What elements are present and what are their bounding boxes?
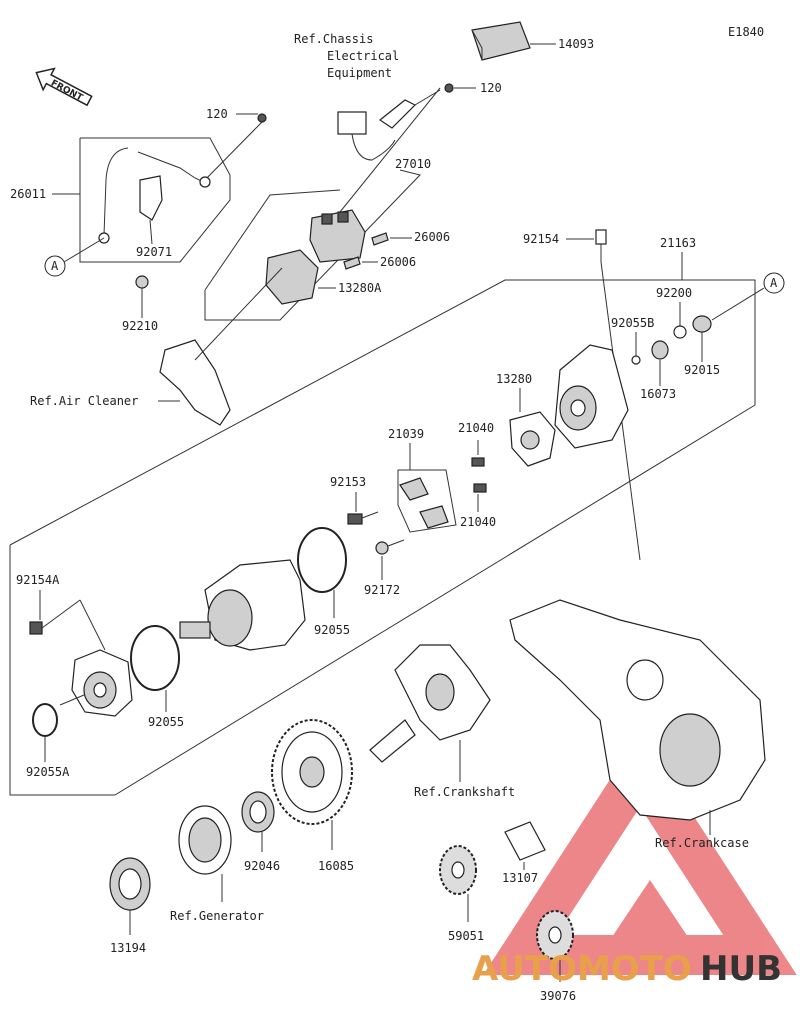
svg-text:59051: 59051 (448, 929, 484, 943)
ref-chassis-line1: Ref.Chassis (294, 32, 373, 46)
bushing-16073: 16073 (640, 340, 676, 401)
starter-motor (179, 559, 306, 651)
svg-text:92055: 92055 (314, 623, 350, 637)
watermark-part1: AUTOMOTO (472, 949, 692, 989)
watermark-logo (483, 733, 797, 975)
svg-text:13107: 13107 (502, 871, 538, 885)
starter-front-cover (59, 649, 133, 717)
svg-text:92071: 92071 (136, 245, 172, 259)
generator-rotor: Ref.Generator (170, 805, 264, 923)
spring-21040-bottom: 21040 (460, 483, 496, 529)
label-92200: 92200 (656, 286, 692, 300)
ref-chassis-line3: Equipment (327, 66, 392, 80)
nut-92015: 92015 (684, 287, 765, 377)
svg-text:Ref.Crankshaft: Ref.Crankshaft (414, 785, 515, 799)
air-cleaner-bracket: Ref.Air Cleaner (30, 267, 283, 426)
oring-92055A: 92055A (26, 703, 70, 779)
shaft-13107: 13107 (502, 821, 546, 885)
crankcase: Ref.Crankcase (509, 599, 766, 850)
idle-gear-59051: 59051 (439, 845, 484, 943)
diagram-code: E1840 (728, 25, 764, 39)
svg-text:26006: 26006 (380, 255, 416, 269)
svg-text:A: A (51, 259, 59, 273)
svg-text:92055A: 92055A (26, 765, 70, 779)
oring-92055-left: 92055 (130, 625, 184, 729)
starter-cable-26011: 26011 (10, 147, 211, 263)
svg-text:13194: 13194 (110, 941, 146, 955)
cable-group-outline (79, 137, 231, 263)
relay-rubber-13280A: 13280A (265, 249, 382, 305)
svg-text:Ref.Generator: Ref.Generator (170, 909, 264, 923)
svg-text:A: A (770, 276, 778, 290)
svg-text:92055B: 92055B (611, 316, 654, 330)
relay-harness (337, 87, 441, 213)
svg-text:27010: 27010 (395, 157, 431, 171)
relay-group-outline (204, 169, 421, 321)
svg-text:21039: 21039 (388, 427, 424, 441)
svg-text:Ref.Crankcase: Ref.Crankcase (655, 836, 749, 850)
svg-text:16085: 16085 (318, 859, 354, 873)
svg-text:Ref.Air Cleaner: Ref.Air Cleaner (30, 394, 138, 408)
svg-text:92015: 92015 (684, 363, 720, 377)
fuse-26006-b: 26006 (343, 255, 416, 270)
svg-text:92154: 92154 (523, 232, 559, 246)
front-arrow-icon: FRONT (35, 67, 93, 107)
oring-92055-right: 92055 (297, 527, 350, 637)
svg-text:120: 120 (206, 107, 228, 121)
relay-cover-14093: 14093 (471, 21, 594, 61)
svg-text:14093: 14093 (558, 37, 594, 51)
spring-21040-top: 21040 (458, 421, 494, 467)
watermark-part2: HUB (700, 949, 782, 989)
boot-92071: 92071 (136, 175, 172, 259)
brush-set-21039: 21039 (388, 427, 457, 533)
svg-text:13280A: 13280A (338, 281, 382, 295)
svg-text:92055: 92055 (148, 715, 184, 729)
svg-text:92172: 92172 (364, 583, 400, 597)
nut-92210: 92210 (122, 275, 158, 333)
bolt-92154A: 92154A (16, 573, 106, 651)
svg-text:26006: 26006 (414, 230, 450, 244)
svg-text:92046: 92046 (244, 859, 280, 873)
label-21163: 21163 (660, 236, 696, 250)
svg-text:21040: 21040 (458, 421, 494, 435)
brush-holder-13280: 13280 (496, 372, 556, 467)
starter-relay-27010: 27010 (309, 157, 431, 263)
screw-92153: 92153 (330, 475, 379, 525)
needle-bearing-92046: 92046 (241, 791, 280, 873)
gear-39076: 39076 (536, 910, 576, 1003)
bolt-120-top: 120 (444, 81, 502, 95)
crankshaft: Ref.Crankshaft (369, 644, 515, 799)
oring-92055B: 92055B (611, 316, 654, 365)
front-label: FRONT (49, 78, 85, 103)
svg-text:26011: 26011 (10, 187, 46, 201)
svg-text:92153: 92153 (330, 475, 366, 489)
callout-a-right: A (763, 272, 785, 294)
svg-text:92154A: 92154A (16, 573, 60, 587)
one-way-clutch-13194: 13194 (109, 857, 151, 955)
callout-a-left: A (44, 255, 66, 277)
washer-92200 (673, 325, 687, 339)
watermark-text: AUTOMOTO HUB (472, 949, 782, 989)
fuse-26006-a: 26006 (371, 230, 450, 246)
starter-group-outline (9, 279, 756, 796)
starter-gear-16085: 16085 (271, 719, 354, 873)
svg-text:13280: 13280 (496, 372, 532, 386)
svg-text:21040: 21040 (460, 515, 496, 529)
ref-chassis-line2: Electrical (327, 49, 399, 63)
bolt-120-left: 120 (199, 107, 267, 186)
starter-end-cover (554, 344, 629, 449)
screw-92172: 92172 (364, 539, 405, 597)
svg-text:39076: 39076 (540, 989, 576, 1003)
svg-text:92210: 92210 (122, 319, 158, 333)
svg-text:120: 120 (480, 81, 502, 95)
relay-group-outline-2 (204, 189, 341, 291)
svg-text:16073: 16073 (640, 387, 676, 401)
